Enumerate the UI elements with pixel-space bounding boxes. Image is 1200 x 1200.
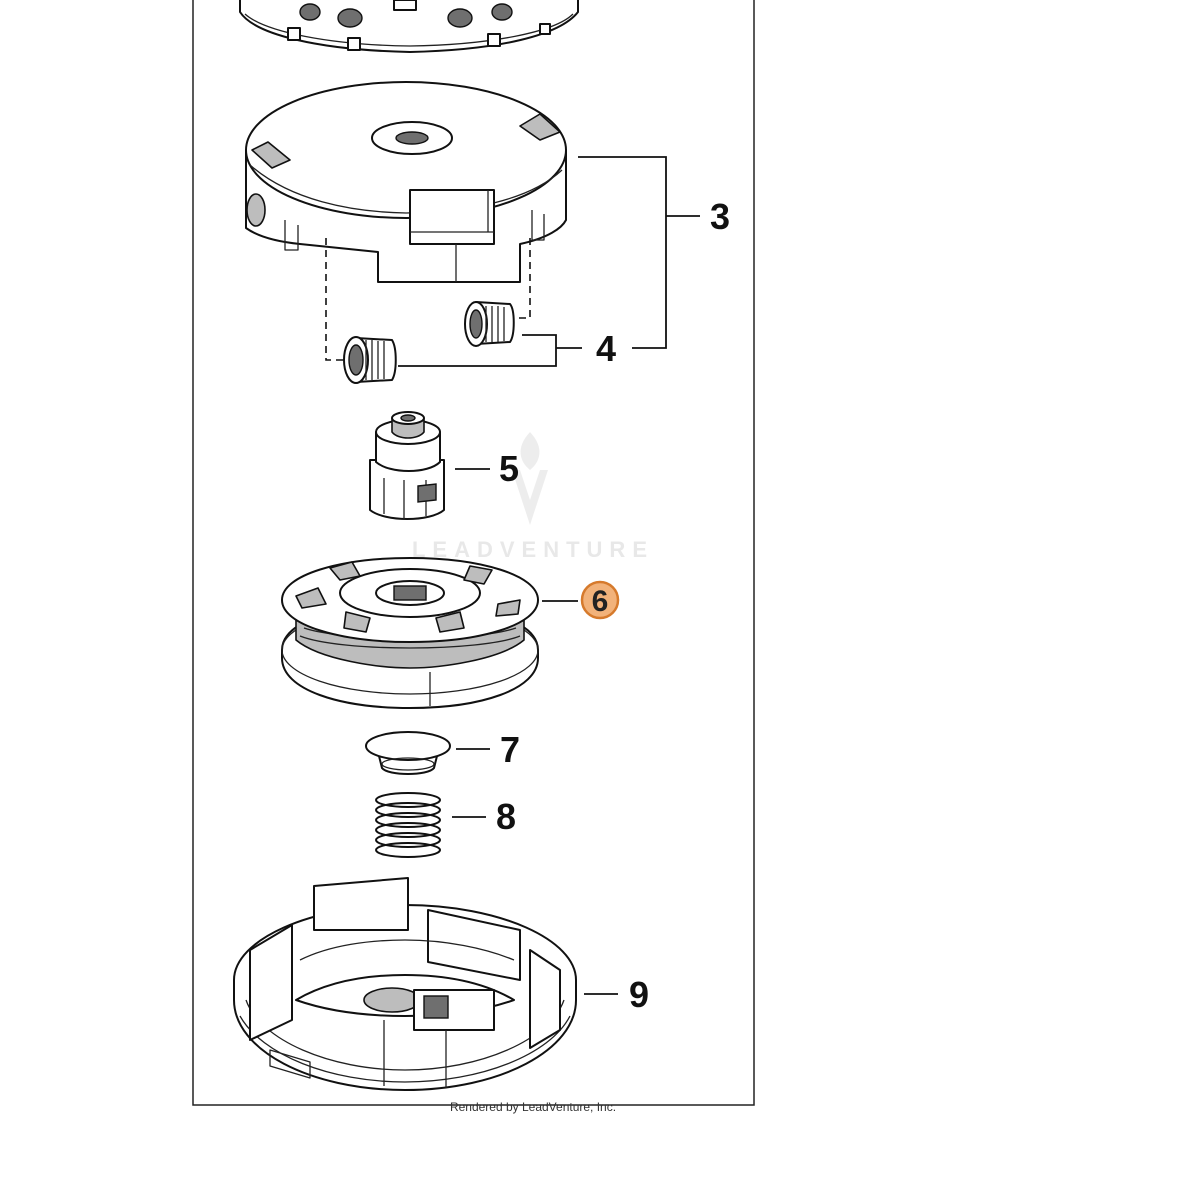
callout-9[interactable]: 9	[629, 974, 649, 1015]
callout-6-highlight[interactable]: 6	[580, 580, 620, 620]
part-4-eyelet-left	[343, 336, 397, 384]
callout-4[interactable]: 4	[596, 328, 616, 369]
leader-3	[578, 156, 667, 349]
part-4-eyelet-right	[464, 301, 515, 347]
callout-6[interactable]: 6	[592, 585, 609, 618]
watermark-logo: LEADVENTURE	[412, 432, 654, 562]
leader-4	[398, 334, 557, 367]
part-6-spool	[281, 557, 539, 709]
alignment-line-right	[518, 238, 531, 319]
callout-7[interactable]: 7	[500, 729, 520, 770]
alignment-line-left	[325, 238, 344, 361]
callout-5[interactable]: 5	[499, 448, 519, 489]
callout-3[interactable]: 3	[710, 196, 730, 237]
top-housing-partial	[239, 0, 579, 53]
callout-8[interactable]: 8	[496, 796, 516, 837]
part-5-adapter	[369, 411, 445, 520]
part-7-cap	[365, 731, 451, 775]
callout-6-badge	[580, 580, 620, 620]
part-9-housing	[233, 877, 577, 1091]
part-3-cover	[245, 81, 567, 283]
part-8-spring	[375, 792, 441, 858]
watermark-text: LEADVENTURE	[412, 537, 654, 562]
rendered-by-footer: Rendered by LeadVenture, Inc.	[450, 1100, 616, 1114]
diagram-frame	[192, 0, 755, 1106]
